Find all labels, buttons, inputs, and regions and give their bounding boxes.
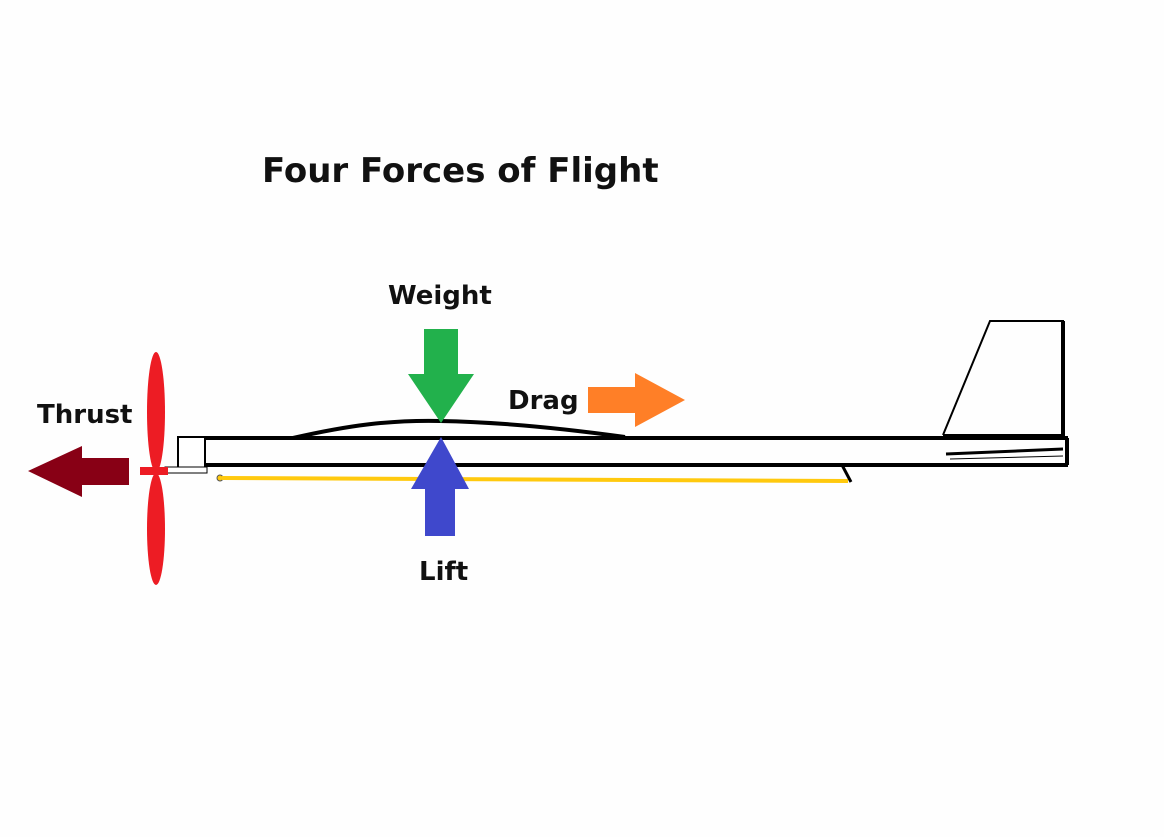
tail-fin	[942, 320, 1064, 436]
thrust-arrow	[28, 446, 129, 497]
rear-hook	[840, 464, 853, 483]
thrust-label: Thrust	[37, 400, 133, 430]
rubber-band	[221, 476, 849, 483]
wing	[292, 418, 626, 440]
weight-label: Weight	[388, 281, 492, 311]
fuselage	[205, 436, 1069, 467]
stabilizer	[943, 434, 1064, 460]
lift-label: Lift	[419, 557, 469, 587]
propeller	[140, 352, 168, 585]
nose-block	[164, 436, 224, 482]
weight-arrow	[408, 329, 474, 423]
drag-arrow	[588, 373, 685, 427]
lift-arrow	[411, 437, 469, 536]
drag-label: Drag	[508, 386, 579, 416]
diagram-title: Four Forces of Flight	[262, 151, 659, 191]
